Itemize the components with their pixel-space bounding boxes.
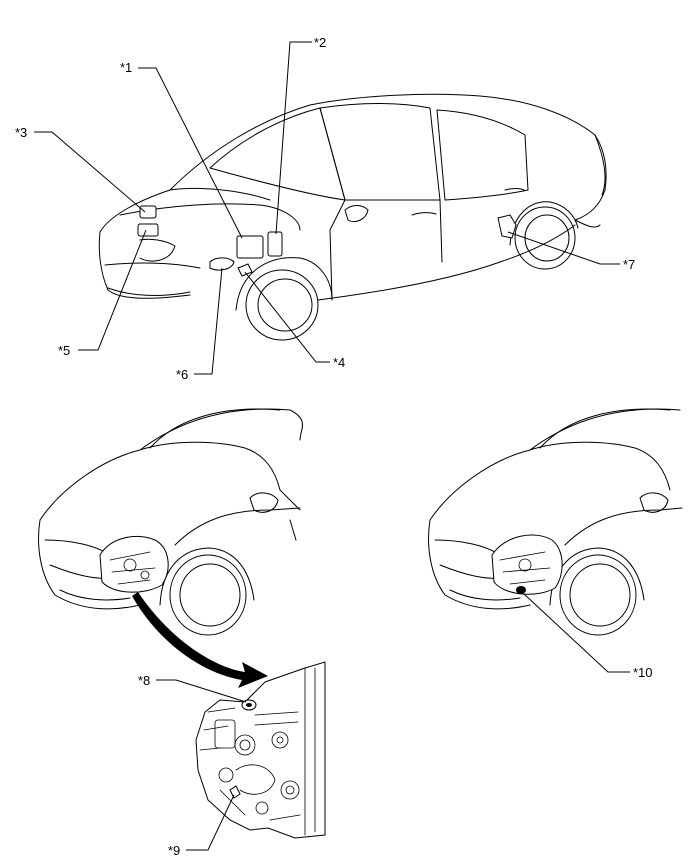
callout-labels: *1 *2 *3 *4 *5 *6 *7 *8 *9 *10 [15, 35, 653, 858]
callout-label-8: *8 [138, 673, 150, 688]
callout-label-2: *2 [314, 35, 326, 50]
callout-label-5: *5 [58, 343, 70, 358]
car-front-right-view [428, 408, 683, 636]
detail-arrow [132, 592, 268, 688]
leader-lines-detail [156, 679, 247, 851]
car-side-view [98, 93, 607, 341]
callout-label-4: *4 [333, 355, 345, 370]
callout-label-3: *3 [15, 125, 27, 140]
leader-lines-top [34, 41, 620, 375]
car-front-left-view [38, 408, 303, 636]
callout-label-9: *9 [168, 843, 180, 858]
callout-label-7: *7 [623, 257, 635, 272]
callout-label-6: *6 [176, 367, 188, 382]
callout-label-1: *1 [120, 60, 132, 75]
transmission-detail [195, 661, 326, 839]
leader-lines-bottom-right [523, 593, 630, 673]
callout-label-10: *10 [633, 665, 653, 680]
